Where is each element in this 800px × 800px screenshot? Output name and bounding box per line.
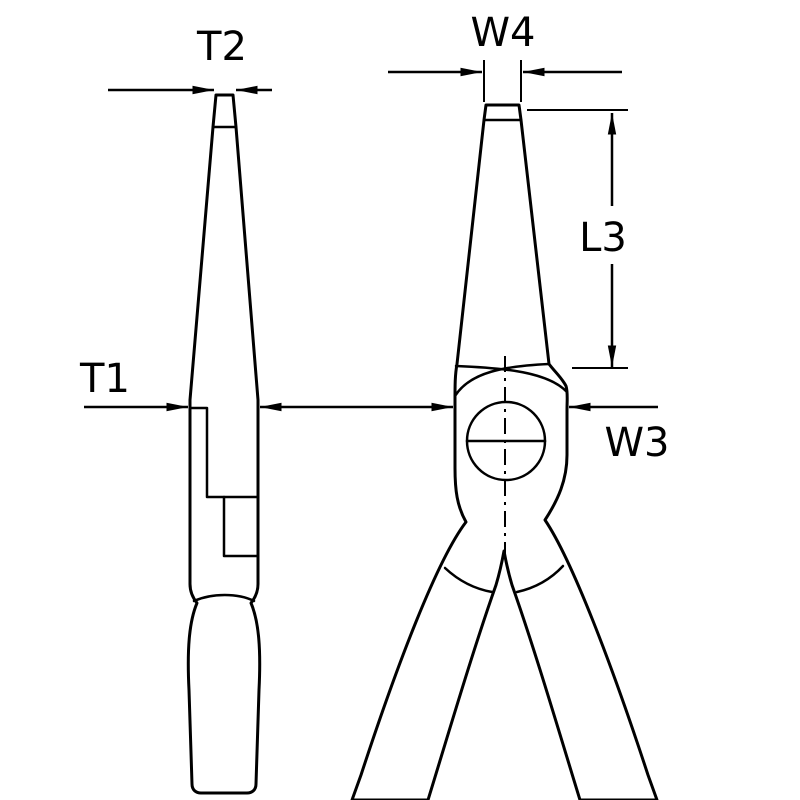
pliers-front-view [350, 103, 659, 800]
l3-label: L3 [579, 215, 627, 261]
front-view-grip-collar-left [443, 566, 494, 594]
t2-label: T2 [196, 24, 247, 70]
side-view-grip-collar-line [192, 593, 256, 603]
dimension-labels: T2 W4 L3 T1 W3 [79, 10, 669, 466]
l3-dimension [527, 109, 628, 369]
w3-label: W3 [605, 420, 670, 466]
front-view-joint-shoulder-arc-left [453, 362, 551, 398]
t1-label: T1 [79, 356, 130, 402]
side-view-joint-step-upper [188, 406, 260, 499]
front-view-outline [350, 103, 659, 800]
pliers-side-view [186, 93, 262, 795]
w4-dimension [388, 60, 622, 102]
side-view-joint-step-lower [222, 495, 260, 558]
front-view-joint-shoulder-arc-right [454, 364, 569, 394]
w4-label: W4 [471, 10, 536, 56]
side-view-outline [186, 93, 262, 795]
front-view-grip-collar-right [515, 564, 565, 594]
dimension-lines [84, 60, 658, 412]
